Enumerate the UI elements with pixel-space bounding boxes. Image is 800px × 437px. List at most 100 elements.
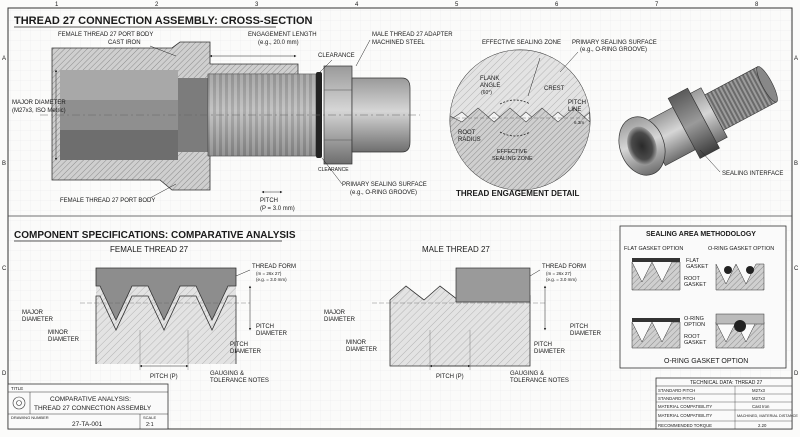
label-crest: CREST	[544, 86, 565, 92]
zone-row-c: C	[2, 266, 7, 272]
female-thread-form-value: (e.g. = 3.0 mm)	[256, 277, 287, 282]
label-major-diameter: MAJOR DIAMETER	[12, 100, 66, 106]
tech-row-5-value: 2.20	[758, 423, 767, 428]
title-line-1: COMPARATIVE ANALYSIS:	[50, 396, 131, 403]
male-thread-labels: MALE THREAD 27 THREAD FORM (m = 26x 27) …	[324, 245, 602, 384]
flat-gasket-option-heading: FLAT GASKET OPTION	[624, 246, 683, 252]
label-detail-dim: 6.3m	[574, 120, 584, 125]
tech-row-2-value: M27x3	[752, 396, 766, 401]
male-major-diameter-2: DIAMETER	[324, 317, 356, 323]
female-thread-heading: FEMALE THREAD 27	[110, 245, 189, 254]
male-thread-form: THREAD FORM	[542, 264, 586, 270]
female-tolerance-notes: TOLERANCE NOTES	[210, 378, 269, 384]
label-primary-sealing-surface-note: (e.g., O-RING GROOVE)	[350, 190, 417, 196]
label-flat-gasket: FLAT	[686, 258, 700, 264]
male-thread-profile	[372, 267, 547, 370]
label-female-port-body-top: FEMALE THREAD 27 PORT BODY	[58, 32, 153, 38]
male-pitch-diameter: PITCH	[570, 324, 588, 330]
label-detail-primary-sealing-surface: PRIMARY SEALING SURFACE	[572, 40, 657, 46]
sealing-methodology-title: SEALING AREA METHODOLOGY	[646, 231, 756, 238]
sheet-border	[7, 7, 793, 430]
male-thread-form-value: (e.g. = 3.0 mm)	[546, 277, 577, 282]
label-effective: EFFECTIVE	[497, 149, 528, 155]
tech-row-3-label: MATERIAL COMPATIBILITY	[658, 404, 712, 409]
label-root-gasket-1b: GASKET	[684, 282, 707, 288]
male-thread-form-spec: (m = 26x 27)	[546, 271, 572, 276]
top-section-title: THREAD 27 CONNECTION ASSEMBLY: CROSS-SEC…	[14, 15, 313, 27]
zone-col-2: 2	[155, 2, 159, 8]
zone-col-7: 7	[655, 2, 659, 8]
zone-col-5: 5	[455, 2, 459, 8]
title-block	[7, 383, 169, 430]
male-pitch: PITCH (P)	[436, 374, 464, 380]
label-pitch-line: PITCH	[568, 100, 586, 106]
sealing-methodology-panel	[619, 225, 787, 369]
female-minor-diameter: MINOR	[48, 330, 69, 336]
tech-table-title: TECHNICAL DATA: THREAD 27	[690, 380, 763, 386]
zone-row-d: D	[2, 371, 7, 377]
bottom-section-title: COMPONENT SPECIFICATIONS: COMPARATIVE AN…	[14, 230, 296, 241]
male-pitch-diameter-right: PITCH	[534, 342, 552, 348]
label-clearance-bottom: CLEARANCE	[318, 167, 349, 173]
female-minor-diameter-2: DIAMETER	[48, 337, 80, 343]
scale-value: 2:1	[146, 422, 154, 428]
zone-row-b: B	[2, 161, 6, 167]
cross-section-assembly	[40, 41, 420, 191]
zone-col-6: 6	[555, 2, 559, 8]
label-oring-option: OPTION	[684, 322, 705, 328]
title-block-text: TITLE COMPARATIVE ANALYSIS: THREAD 27 CO…	[11, 386, 156, 428]
label-detail-primary-sealing-surface-note: (e.g., O-RING GROOVE)	[580, 47, 647, 53]
female-pitch-diameter-2: DIAMETER	[256, 331, 288, 337]
label-machined-steel: MACHINED STEEL	[372, 40, 425, 46]
tech-row-4-label: MATERIAL COMPATIBILITY	[658, 413, 712, 418]
label-pitch-line-2: LINE	[568, 107, 581, 113]
technical-data-table	[655, 377, 793, 430]
label-flat-gasket-2: GASKET	[686, 264, 709, 270]
zone-col-8: 8	[755, 2, 759, 8]
zone-row-b-right: B	[794, 161, 798, 167]
label-pitch: PITCH	[260, 198, 278, 204]
tech-row-2-label: STANDARD PITCH	[658, 396, 695, 401]
label-angle-value: (60°)	[481, 90, 492, 96]
label-oring: O-RING	[684, 316, 704, 322]
label-primary-sealing-surface: PRIMARY SEALING SURFACE	[342, 182, 427, 188]
male-major-diameter: MAJOR	[324, 310, 346, 316]
female-major-diameter-2: DIAMETER	[22, 317, 54, 323]
female-major-diameter: MAJOR	[22, 310, 44, 316]
female-thread-profile	[80, 267, 252, 370]
detail-caption: THREAD ENGAGEMENT DETAIL	[456, 189, 580, 198]
label-root-gasket-2: ROOT	[684, 334, 701, 340]
male-minor-diameter-2: DIAMETER	[346, 347, 378, 353]
female-thread-form-spec: (m = 26x 27)	[256, 271, 282, 276]
female-pitch-diameter: PITCH	[256, 324, 274, 330]
zone-col-4: 4	[355, 2, 359, 8]
male-pitch-diameter-2: DIAMETER	[570, 331, 602, 337]
female-pitch-diameter-right-2: DIAMETER	[230, 349, 262, 355]
label-male-adapter: MALE THREAD 27 ADAPTER	[372, 32, 453, 38]
male-pitch-diameter-right-2: DIAMETER	[534, 349, 566, 355]
male-minor-diameter: MINOR	[346, 340, 367, 346]
label-effective-sealing-zone-top: EFFECTIVE SEALING ZONE	[482, 40, 561, 46]
label-engagement-length-value: (e.g., 20.0 mm)	[258, 40, 299, 46]
title-label: TITLE	[11, 386, 23, 391]
female-gauging: GAUGING &	[210, 371, 244, 377]
sealing-footer: O-RING GASKET OPTION	[664, 358, 748, 365]
oring-gasket-option-heading: O-RING GASKET OPTION	[708, 246, 774, 252]
zone-markers: 1 2 3 4 5 6 7 8 A B C D A B C D	[2, 2, 799, 377]
zone-row-a-right: A	[794, 56, 798, 62]
tech-row-5-label: RECOMMENDED TORQUE	[658, 423, 712, 428]
zone-col-3: 3	[255, 2, 259, 8]
zone-col-1: 1	[55, 2, 59, 8]
zone-row-d-right: D	[794, 371, 799, 377]
label-clearance-top: CLEARANCE	[318, 53, 355, 59]
label-root: ROOT	[458, 130, 476, 136]
cross-section-labels: FEMALE THREAD 27 PORT BODY CAST IRON ENG…	[12, 32, 453, 212]
tech-row-4-value: MACHINED, MATERIAL DISTANCE	[737, 414, 798, 418]
label-radius: RADIUS	[458, 137, 481, 143]
title-line-2: THREAD 27 CONNECTION ASSEMBLY	[34, 405, 152, 412]
projection-symbol-icon	[12, 396, 26, 410]
label-female-port-body-bottom: FEMALE THREAD 27 PORT BODY	[60, 198, 155, 204]
drawing-number: 27-TA-001	[72, 421, 103, 428]
zone-row-a: A	[2, 56, 6, 62]
